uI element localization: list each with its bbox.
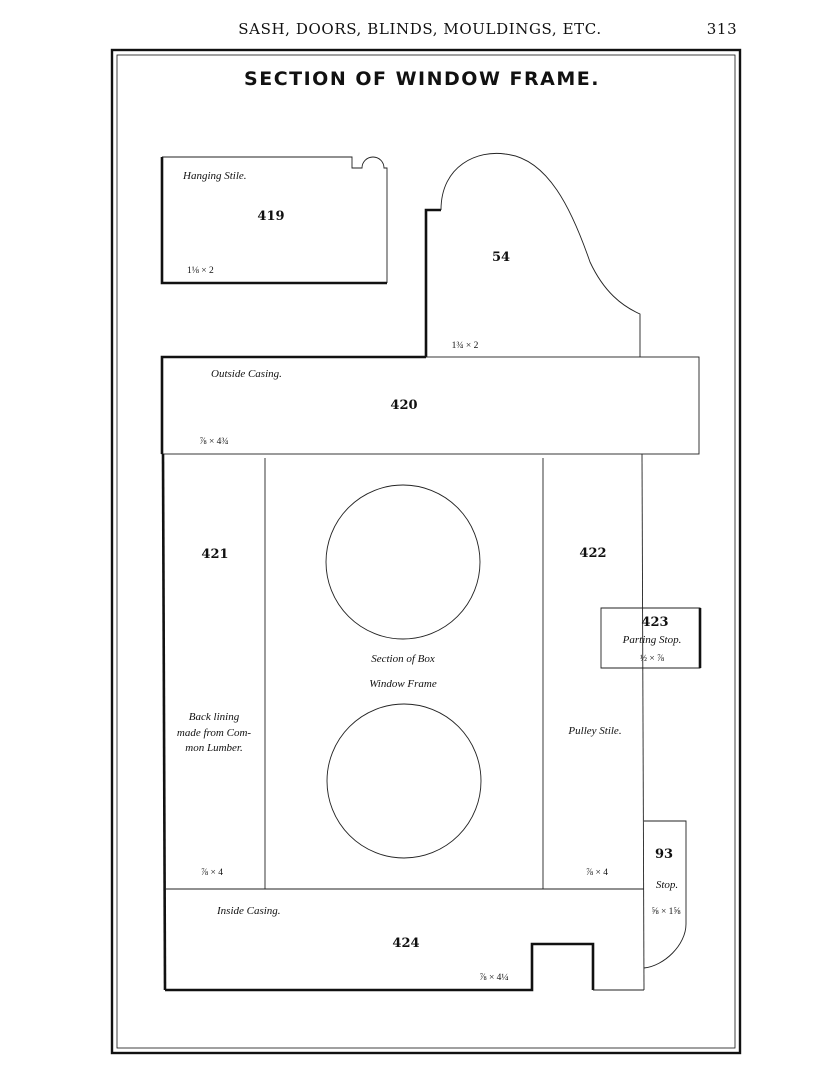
part-419-size: 1⅛ × 2: [187, 266, 214, 276]
part-424-inside-casing: Inside Casing. 424 ⅞ × 4¼: [165, 888, 644, 992]
part-421-name-line-2: made from Com-: [177, 727, 251, 739]
part-423-number: 423: [641, 615, 668, 630]
frame-left-edge: [161, 453, 167, 991]
part-420-number: 420: [390, 398, 417, 413]
part-420-outside-casing: Outside Casing. 420 ⅞ × 4¾: [160, 355, 700, 455]
part-419-number: 419: [257, 209, 284, 224]
inner-border: [116, 54, 736, 1049]
part-422-name: Pulley Stile.: [567, 725, 621, 737]
part-419-name: Hanging Stile.: [182, 170, 247, 182]
box-label-line-2: Window Frame: [369, 678, 437, 690]
part-419-hanging-stile: Hanging Stile. 419 1⅛ × 2: [160, 156, 388, 285]
part-93-number: 93: [655, 847, 673, 862]
outer-border: [110, 48, 742, 1055]
part-421-number: 421: [201, 547, 228, 562]
part-424-name: Inside Casing.: [216, 905, 281, 917]
part-422-number: 422: [579, 546, 606, 561]
weight-circle-lower: [326, 703, 482, 859]
part-421-name-line-1: Back lining: [189, 711, 240, 723]
part-423-name: Parting Stop.: [622, 634, 682, 646]
part-54-number: 54: [492, 250, 510, 265]
part-420-name: Outside Casing.: [211, 368, 282, 380]
part-422-pulley-stile: 422 Pulley Stile. ⅞ × 4: [567, 546, 621, 878]
part-421-back-lining: 421 Back lining made from Com- mon Lumbe…: [177, 547, 251, 878]
part-93-size: ⅝ × 1⅝: [651, 907, 680, 917]
part-420-size: ⅞ × 4¾: [199, 437, 228, 447]
diagram-title: SECTION OF WINDOW FRAME.: [244, 68, 600, 90]
weight-circle-upper: [325, 484, 481, 640]
part-54-size: 1¾ × 2: [452, 341, 479, 351]
part-421-name-line-3: mon Lumber.: [185, 742, 242, 754]
part-422-size: ⅞ × 4: [586, 868, 608, 878]
part-423-size: ½ × ⅞: [640, 653, 664, 664]
frame-right-edge: [641, 453, 645, 991]
running-title: SASH, DOORS, BLINDS, MOULDINGS, ETC.: [238, 20, 601, 38]
page-number: 313: [707, 20, 737, 38]
part-424-number: 424: [392, 936, 419, 951]
part-421-size: ⅞ × 4: [201, 868, 223, 878]
part-93-stop: 93 Stop. ⅝ × 1⅝: [643, 820, 687, 969]
box-section: Section of Box Window Frame: [325, 484, 482, 859]
part-54-moulding: 54 1¾ × 2: [424, 152, 641, 357]
part-424-size: ⅞ × 4¼: [479, 973, 508, 983]
box-label-line-1: Section of Box: [371, 653, 435, 665]
part-423-parting-stop: 423 Parting Stop. ½ × ⅞: [600, 607, 702, 669]
part-93-name: Stop.: [656, 879, 678, 891]
